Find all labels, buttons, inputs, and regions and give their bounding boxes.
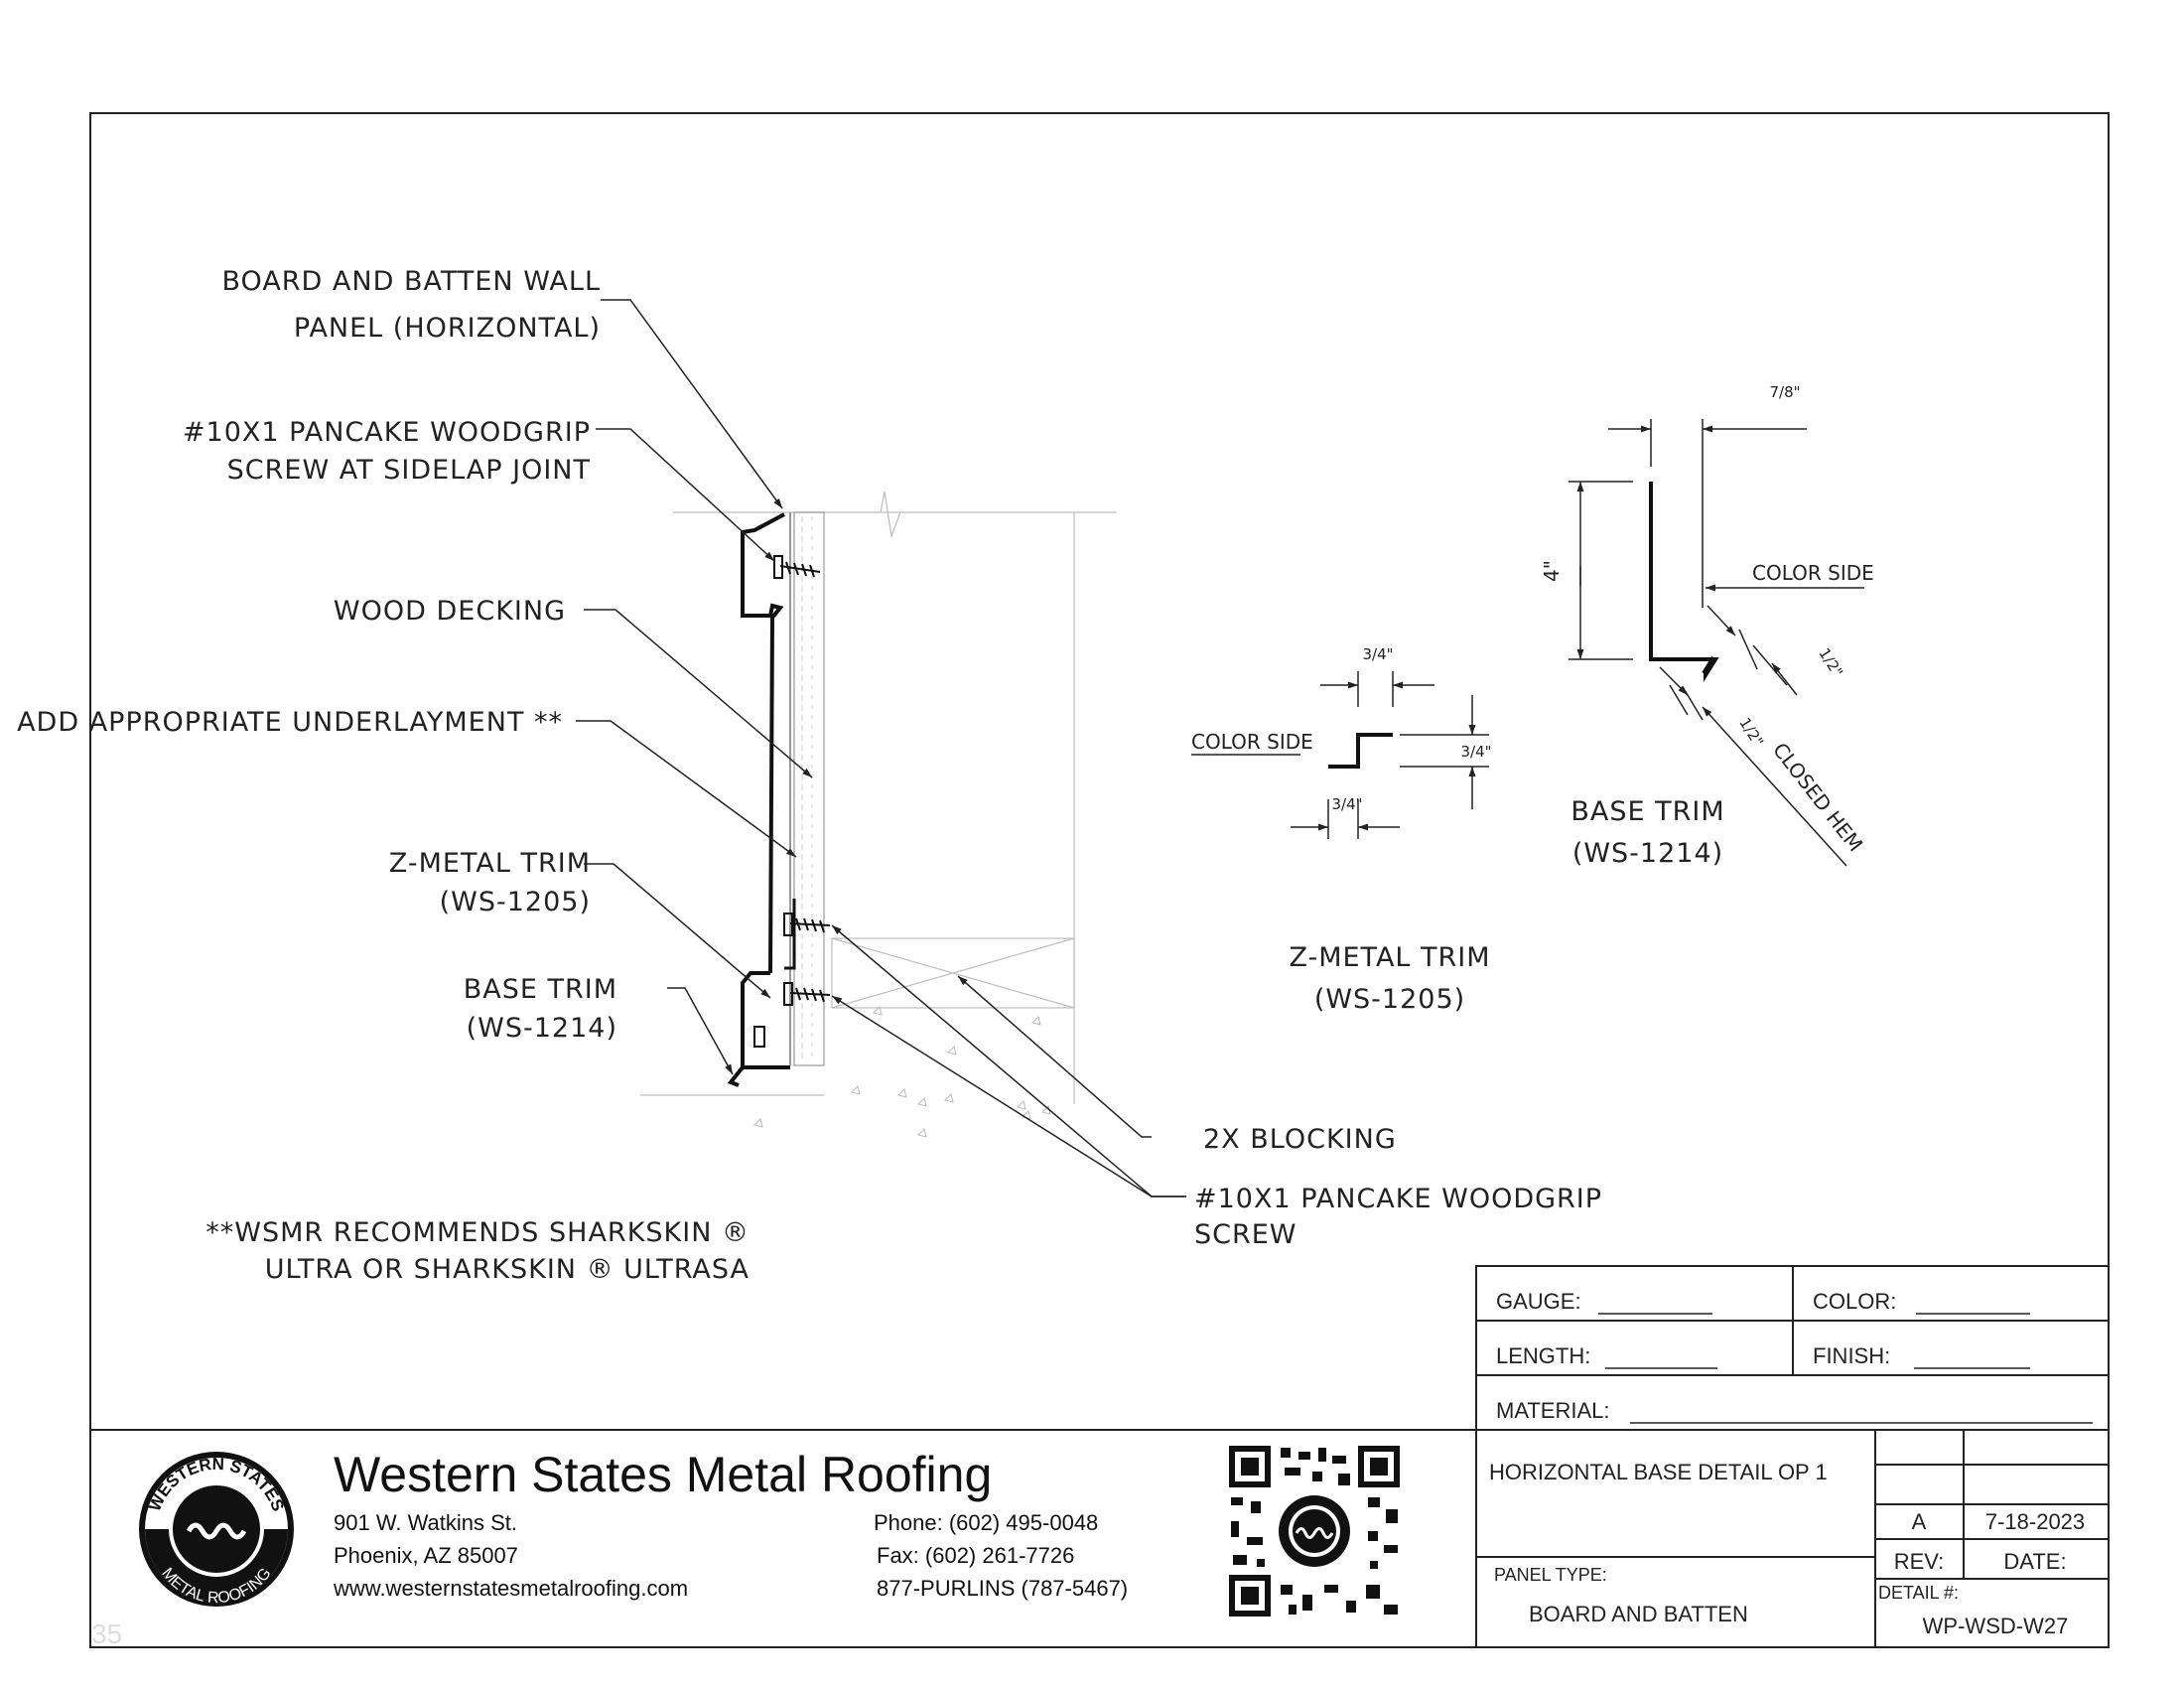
callout-wood-decking: WOOD DECKING	[334, 596, 566, 627]
material-label: MATERIAL:	[1496, 1398, 1610, 1423]
z-trim-title-line2: (WS-1205)	[1314, 984, 1465, 1015]
drawing-title: HORIZONTAL BASE DETAIL OP 1	[1489, 1460, 1828, 1484]
base-trim-dim-height: 4"	[1540, 560, 1564, 582]
base-trim-dim-hem-b: 1/2"	[1735, 714, 1767, 750]
base-trim-title-line2: (WS-1214)	[1572, 838, 1723, 869]
callout-blocking: 2X BLOCKING	[1203, 1124, 1397, 1155]
spec-table	[1475, 1265, 2110, 1431]
z-trim-dim-right: 3/4"	[1460, 743, 1491, 761]
company-address-line1: 901 W. Watkins St.	[334, 1510, 517, 1535]
z-trim-dim-top: 3/4"	[1362, 645, 1393, 663]
callout-sidelap-screw-line2: SCREW AT SIDELAP JOINT	[227, 455, 591, 486]
base-trim-detail	[1569, 419, 1864, 867]
gauge-label: GAUGE:	[1496, 1289, 1581, 1314]
date-value: 7-18-2023	[1985, 1509, 2085, 1534]
z-trim-color-side: COLOR SIDE	[1191, 730, 1313, 754]
finish-label: FINISH:	[1813, 1343, 1890, 1368]
base-trim-title-line1: BASE TRIM	[1570, 796, 1724, 827]
company-fax: Fax: (602) 261-7726	[877, 1543, 1074, 1568]
company-website[interactable]: www.westernstatesmetalroofing.com	[333, 1576, 688, 1601]
sheet-border	[89, 112, 2110, 1648]
base-trim-dim-hem-a: 1/2"	[1815, 644, 1846, 680]
color-label: COLOR:	[1813, 1289, 1896, 1314]
detail-number: WP-WSD-W27	[1923, 1614, 2069, 1638]
company-logo: WESTERN STATES METAL ROOFING	[139, 1452, 294, 1607]
z-trim-detail	[1191, 671, 1489, 839]
base-trim-closed-hem: CLOSED HEM	[1768, 738, 1867, 856]
main-section-detail	[640, 491, 1117, 1138]
callout-woodgrip-screw-line1: #10X1 PANCAKE WOODGRIP	[1194, 1184, 1602, 1214]
detail-label: DETAIL #:	[1878, 1583, 1959, 1603]
company-name: Western States Metal Roofing	[334, 1447, 992, 1502]
title-block	[90, 1429, 2109, 1647]
callout-z-trim-line1: Z-METAL TRIM	[389, 848, 591, 879]
callout-woodgrip-screw-line2: SCREW	[1194, 1219, 1297, 1250]
panel-type-label: PANEL TYPE:	[1494, 1565, 1607, 1585]
callout-underlayment: ADD APPROPRIATE UNDERLAYMENT **	[17, 707, 563, 738]
date-label: DATE:	[2003, 1549, 2066, 1574]
qr-code[interactable]	[1229, 1446, 1400, 1617]
company-address-line2: Phoenix, AZ 85007	[334, 1543, 518, 1568]
note-line1: **WSMR RECOMMENDS SHARKSKIN ®	[205, 1217, 750, 1248]
callout-sidelap-screw-line1: #10X1 PANCAKE WOODGRIP	[183, 417, 591, 448]
base-trim-color-side: COLOR SIDE	[1752, 561, 1874, 585]
z-trim-title-line1: Z-METAL TRIM	[1289, 942, 1490, 973]
company-tollfree: 877-PURLINS (787-5467)	[877, 1576, 1128, 1601]
note-line2: ULTRA OR SHARKSKIN ® ULTRASA	[265, 1254, 750, 1285]
length-label: LENGTH:	[1496, 1343, 1590, 1368]
callout-wall-panel-line2: PANEL (HORIZONTAL)	[294, 313, 601, 344]
company-phone: Phone: (602) 495-0048	[874, 1510, 1098, 1535]
z-trim-dim-bottom: 3/4"	[1331, 795, 1362, 813]
callout-base-trim-line2: (WS-1214)	[467, 1013, 617, 1044]
callout-wall-panel-line1: BOARD AND BATTEN WALL	[222, 266, 602, 297]
leader-lines	[576, 299, 1186, 1197]
base-trim-dim-top: 7/8"	[1769, 383, 1800, 401]
callout-z-trim-line2: (WS-1205)	[440, 887, 591, 917]
revision-value: A	[1912, 1509, 1927, 1534]
rev-label: REV:	[1894, 1549, 1945, 1574]
page-number: 35	[91, 1618, 122, 1649]
callout-base-trim-line1: BASE TRIM	[464, 974, 617, 1005]
panel-type-value: BOARD AND BATTEN	[1529, 1602, 1748, 1626]
